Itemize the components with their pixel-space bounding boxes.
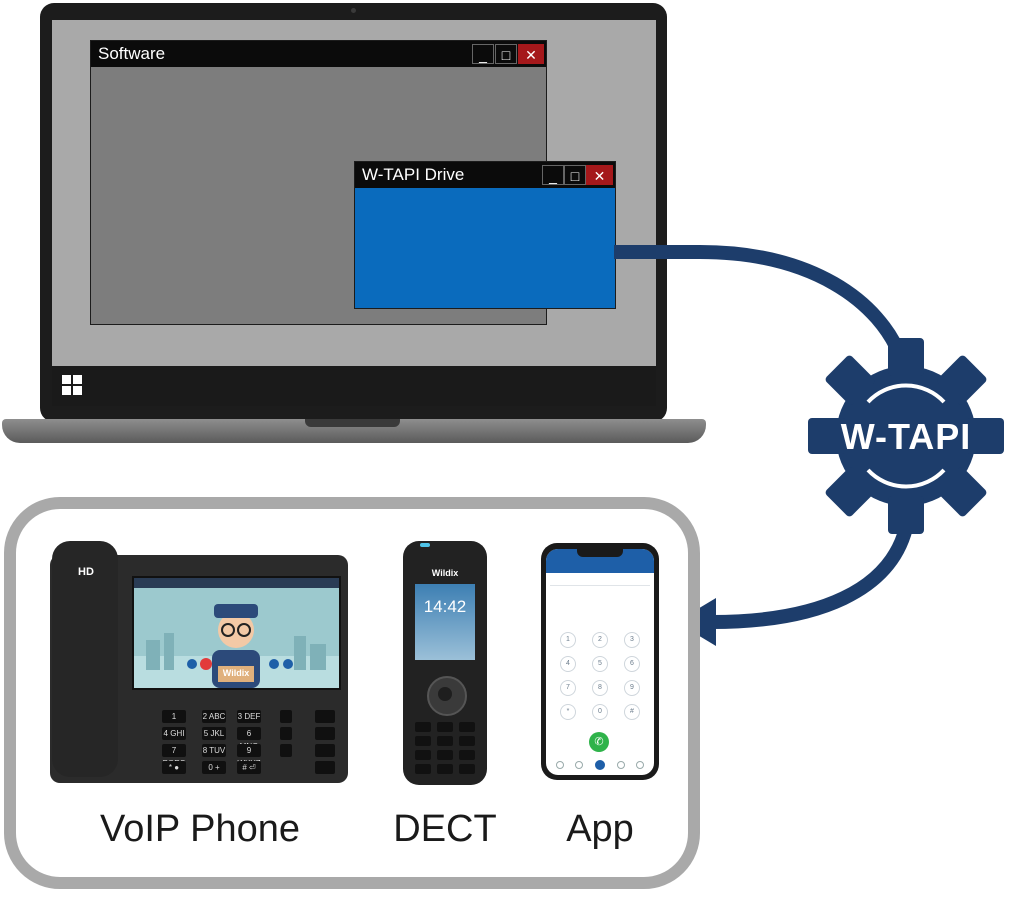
- voip-phone-label: VoIP Phone: [99, 808, 301, 850]
- voip-handset-hd-text: HD: [78, 566, 94, 578]
- voip-brand: Wildix: [222, 668, 250, 678]
- app-dial-key[interactable]: #: [624, 704, 640, 720]
- dect-time: 14:42: [423, 597, 467, 616]
- app-nav-icon[interactable]: [616, 761, 625, 769]
- app-dial-key[interactable]: 7: [560, 680, 576, 696]
- taskbar: [52, 366, 656, 406]
- voip-key[interactable]: 8 TUV: [202, 744, 226, 757]
- voip-key[interactable]: # ⏎: [237, 761, 261, 774]
- dect-select-button[interactable]: [438, 687, 452, 701]
- windows-logo-icon[interactable]: [62, 375, 82, 395]
- app-nav-icon[interactable]: [575, 761, 584, 769]
- voip-key[interactable]: 0 +: [202, 761, 226, 774]
- app-dial-key[interactable]: 8: [592, 680, 608, 696]
- app-nav-dialpad-icon[interactable]: [594, 760, 605, 770]
- gear-label: W-TAPI: [840, 416, 972, 457]
- app-bottom-nav: [550, 760, 650, 770]
- software-maximize-button[interactable]: □: [495, 44, 517, 64]
- dect-led: [420, 543, 430, 547]
- app-dial-key[interactable]: 2: [592, 632, 608, 648]
- app-label: App: [566, 808, 634, 850]
- app-dial-key[interactable]: 0: [592, 704, 608, 720]
- dect-keypad: [413, 722, 477, 774]
- voip-key[interactable]: 1: [162, 710, 186, 723]
- dect-brand: Wildix: [431, 568, 459, 578]
- app-dial-key[interactable]: 3: [624, 632, 640, 648]
- voip-key[interactable]: 4 GHI: [162, 727, 186, 740]
- wtapi-close-button[interactable]: ✕: [586, 165, 613, 185]
- software-window-title: Software: [91, 41, 546, 67]
- voip-key[interactable]: 5 JKL: [202, 727, 226, 740]
- gear-icon: [808, 338, 1004, 534]
- voip-function-key[interactable]: [280, 744, 292, 757]
- wtapi-maximize-button[interactable]: □: [564, 165, 586, 185]
- dect-screen: [415, 584, 475, 660]
- smartphone-notch: [577, 549, 623, 557]
- voip-screen-illustration: [134, 578, 339, 688]
- voip-key[interactable]: 3 DEF: [237, 710, 261, 723]
- voip-function-key[interactable]: [315, 744, 335, 757]
- app-search-bar[interactable]: [550, 577, 650, 586]
- app-dialpad: 1 2 3 4 5 6 7 8 9 * 0 #: [560, 632, 640, 722]
- app-dial-key[interactable]: 1: [560, 632, 576, 648]
- voip-keypad: 1 2 ABC 3 DEF 4 GHI 5 JKL 6 MNO 7 PQRS 8…: [140, 704, 340, 776]
- software-close-button[interactable]: ✕: [518, 44, 544, 64]
- app-nav-icon[interactable]: [555, 761, 564, 769]
- app-dial-key[interactable]: 9: [624, 680, 640, 696]
- phone-call-icon[interactable]: ✆: [589, 732, 609, 752]
- voip-key[interactable]: 2 ABC: [202, 710, 226, 723]
- voip-handset: [52, 541, 118, 777]
- laptop-hinge-notch: [305, 419, 400, 427]
- wtapi-minimize-button[interactable]: _: [542, 165, 564, 185]
- app-dial-key[interactable]: 6: [624, 656, 640, 672]
- app-nav-icon[interactable]: [636, 761, 645, 769]
- voip-function-key[interactable]: [280, 727, 292, 740]
- voip-key[interactable]: 6 MNO: [237, 727, 261, 751]
- voip-key[interactable]: * ●: [162, 761, 186, 774]
- voip-key[interactable]: 7 PQRS: [162, 744, 186, 768]
- voip-key[interactable]: 9 WXYZ: [237, 744, 261, 768]
- voip-function-key[interactable]: [315, 710, 335, 723]
- gear-to-devices-connector: [711, 526, 913, 629]
- app-dial-key[interactable]: *: [560, 704, 576, 720]
- dect-label: DECT: [393, 808, 497, 850]
- voip-function-key[interactable]: [280, 710, 292, 723]
- laptop-camera: [351, 8, 356, 13]
- wtapi-drive-window: W-TAPI Drive _ □ ✕: [354, 161, 616, 309]
- voip-function-key[interactable]: [315, 727, 335, 740]
- app-dial-key[interactable]: 4: [560, 656, 576, 672]
- voip-phone-screen: [132, 576, 341, 690]
- voip-function-key[interactable]: [315, 761, 335, 774]
- software-minimize-button[interactable]: _: [472, 44, 494, 64]
- app-dial-key[interactable]: 5: [592, 656, 608, 672]
- laptop-to-gear-connector: [614, 245, 909, 363]
